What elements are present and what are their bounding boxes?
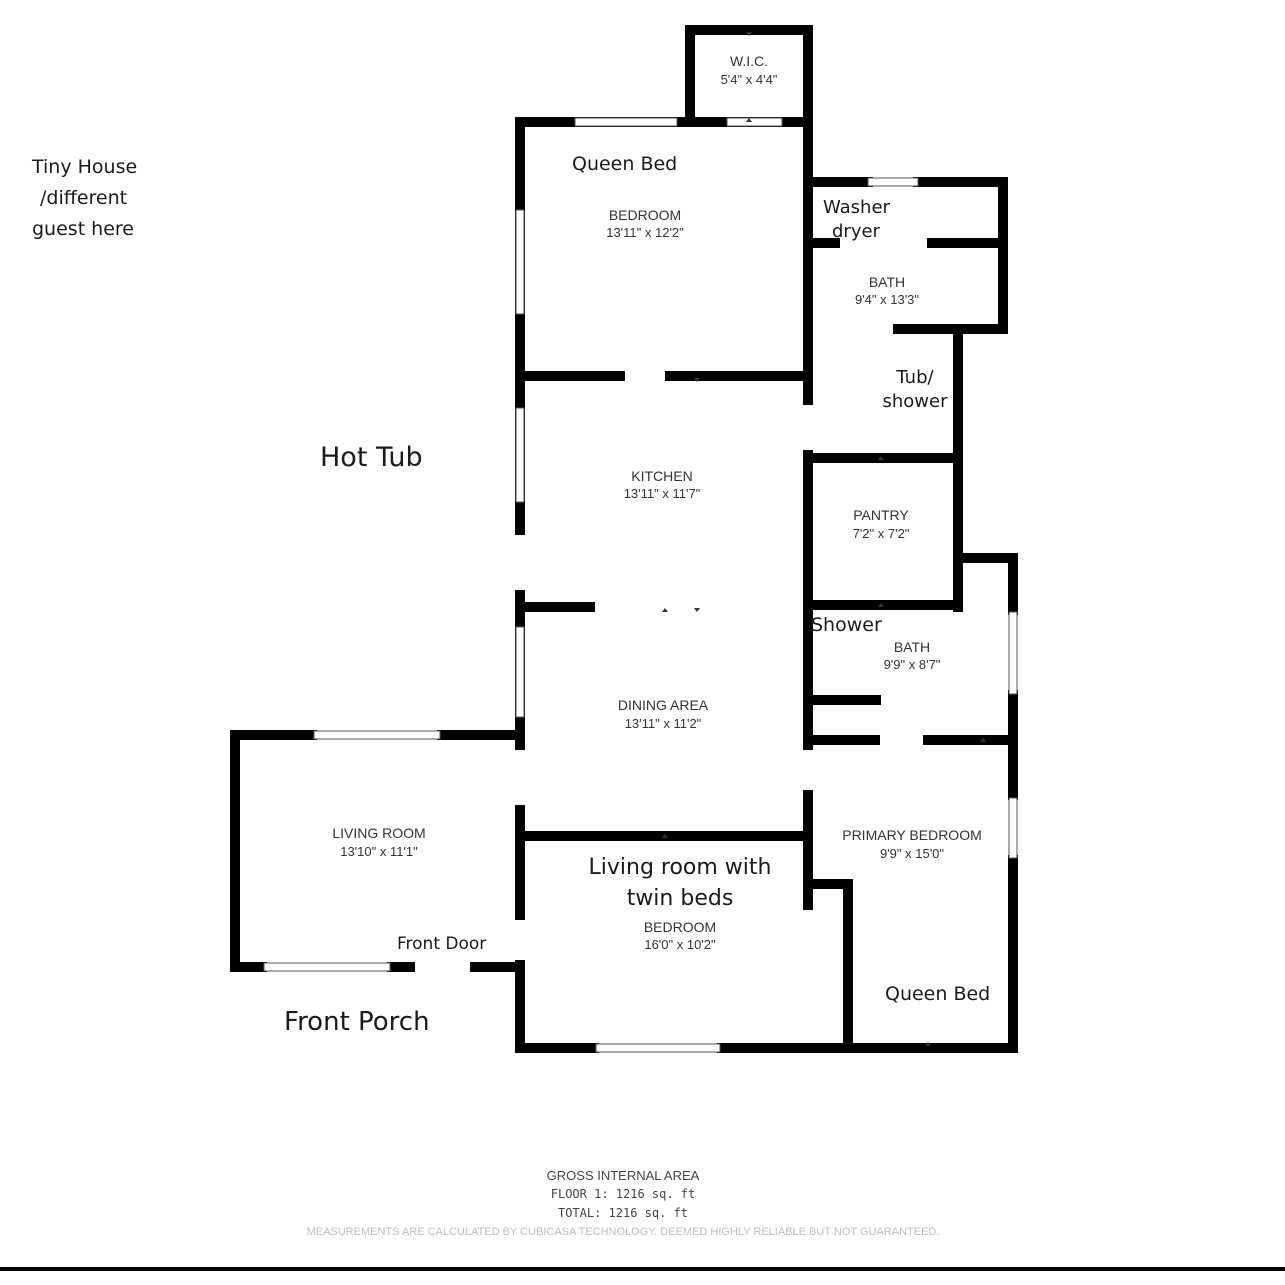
room-name: BATH bbox=[869, 274, 905, 290]
room-dimensions: 13'11" x 11'7" bbox=[624, 486, 701, 501]
walls bbox=[230, 25, 1018, 1053]
room-name: DINING AREA bbox=[618, 697, 709, 713]
room-dimensions: 13'11" x 11'2" bbox=[625, 716, 702, 731]
room-name: LIVING ROOM bbox=[332, 825, 425, 841]
room-bedroom-top: BEDROOM 13'11" x 12'2" bbox=[606, 207, 684, 240]
room-name: BEDROOM bbox=[609, 207, 681, 223]
room-name: PRIMARY BEDROOM bbox=[842, 827, 982, 843]
room-name: W.I.C. bbox=[730, 53, 768, 69]
room-name: BEDROOM bbox=[644, 919, 716, 935]
svg-text:Tub/: Tub/ bbox=[895, 367, 934, 388]
room-primary-bedroom: PRIMARY BEDROOM 9'9" x 15'0" bbox=[842, 827, 982, 861]
area-disclaimer: MEASUREMENTS ARE CALCULATED BY CUBICASA … bbox=[307, 1226, 940, 1238]
note-washer-dryer: Washer dryer bbox=[823, 197, 891, 242]
room-dimensions: 9'9" x 8'7" bbox=[884, 657, 941, 672]
svg-text:Tiny House: Tiny House bbox=[31, 156, 137, 178]
room-pantry: PANTRY 7'2" x 7'2" bbox=[853, 507, 910, 541]
svg-text:/different: /different bbox=[40, 187, 127, 209]
room-living-room: LIVING ROOM 13'10" x 11'1" bbox=[332, 825, 425, 859]
room-name: BATH bbox=[894, 639, 930, 655]
room-dimensions: 9'4" x 13'3" bbox=[855, 292, 919, 307]
note-tiny-house: Tiny House /different guest here bbox=[31, 156, 137, 240]
note-queen-bed-top: Queen Bed bbox=[572, 153, 677, 175]
room-name: KITCHEN bbox=[631, 468, 692, 484]
note-front-door: Front Door bbox=[397, 934, 486, 954]
area-total: TOTAL: 1216 sq. ft bbox=[558, 1206, 688, 1220]
room-dining-area: DINING AREA 13'11" x 11'2" bbox=[618, 697, 709, 731]
room-kitchen: KITCHEN 13'11" x 11'7" bbox=[624, 468, 701, 501]
svg-text:Living room with: Living room with bbox=[589, 855, 772, 880]
room-dimensions: 7'2" x 7'2" bbox=[853, 526, 910, 541]
room-bedroom-bottom: BEDROOM 16'0" x 10'2" bbox=[644, 919, 716, 952]
room-name: PANTRY bbox=[853, 507, 909, 523]
note-shower: Shower bbox=[811, 614, 882, 636]
room-dimensions: 13'11" x 12'2" bbox=[606, 225, 684, 240]
area-floor: FLOOR 1: 1216 sq. ft bbox=[551, 1187, 696, 1201]
note-front-porch: Front Porch bbox=[284, 1007, 430, 1037]
svg-text:Washer: Washer bbox=[823, 197, 891, 218]
room-wic: W.I.C. 5'4" x 4'4" bbox=[721, 53, 778, 87]
room-bath-top: BATH 9'4" x 13'3" bbox=[855, 274, 919, 307]
svg-text:guest here: guest here bbox=[32, 218, 134, 240]
room-dimensions: 5'4" x 4'4" bbox=[721, 72, 778, 87]
windows bbox=[263, 117, 1018, 1053]
door-markers bbox=[662, 32, 986, 1046]
room-dimensions: 9'9" x 15'0" bbox=[880, 846, 944, 861]
note-tub-shower: Tub/ shower bbox=[883, 367, 949, 412]
area-summary: GROSS INTERNAL AREA FLOOR 1: 1216 sq. ft… bbox=[307, 1168, 940, 1238]
room-dimensions: 13'10" x 11'1" bbox=[340, 844, 418, 859]
svg-text:twin beds: twin beds bbox=[627, 886, 734, 911]
room-dimensions: 16'0" x 10'2" bbox=[644, 937, 716, 952]
note-queen-bed-bottom: Queen Bed bbox=[885, 983, 990, 1005]
area-title: GROSS INTERNAL AREA bbox=[547, 1168, 700, 1183]
note-living-twin-beds: Living room with twin beds bbox=[589, 855, 772, 911]
room-bath-mid: BATH 9'9" x 8'7" bbox=[884, 639, 941, 672]
svg-text:dryer: dryer bbox=[832, 221, 881, 242]
svg-text:shower: shower bbox=[883, 391, 949, 412]
note-hot-tub: Hot Tub bbox=[320, 442, 423, 473]
